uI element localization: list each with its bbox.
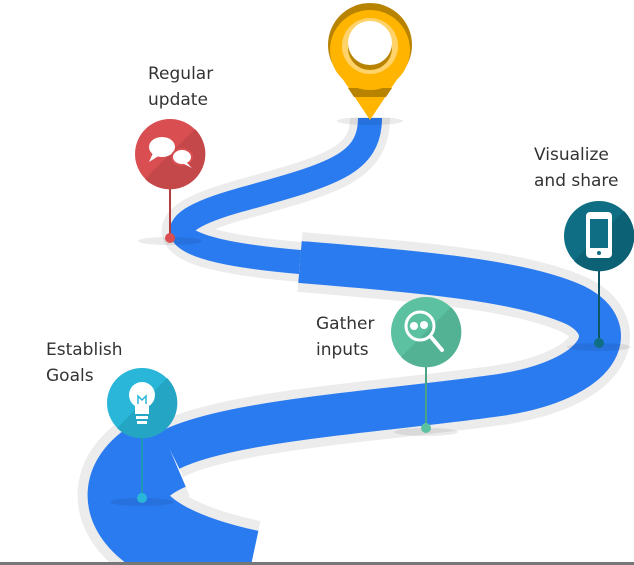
label-line: inputs: [316, 340, 369, 360]
label-line: Regular: [148, 64, 214, 84]
label-line: Goals: [46, 366, 94, 386]
label-line: Establish: [46, 340, 123, 360]
smartphone-icon: [586, 212, 612, 258]
goal-pin-icon: [328, 3, 412, 120]
chat-bubbles-icon: [149, 137, 193, 168]
magnifier-icon: [404, 310, 444, 352]
label-visualize-and-share: Visualize and share: [534, 142, 619, 194]
milestone-establish-goals-marker: [107, 368, 178, 503]
label-line: Gather: [316, 314, 375, 334]
milestone-gather-inputs-marker: [391, 297, 462, 433]
milestone-visualize-marker: [564, 201, 634, 348]
label-line: and share: [534, 171, 619, 191]
label-line: update: [148, 90, 208, 110]
label-establish-goals: Establish Goals: [46, 337, 123, 389]
road: [87, 117, 621, 565]
bottom-divider: [0, 562, 634, 565]
label-line: Visualize: [534, 145, 609, 165]
label-regular-update: Regular update: [148, 61, 213, 113]
label-gather-inputs: Gather inputs: [316, 311, 374, 363]
lightbulb-icon: [129, 382, 155, 424]
milestone-regular-update-marker: [135, 119, 206, 243]
